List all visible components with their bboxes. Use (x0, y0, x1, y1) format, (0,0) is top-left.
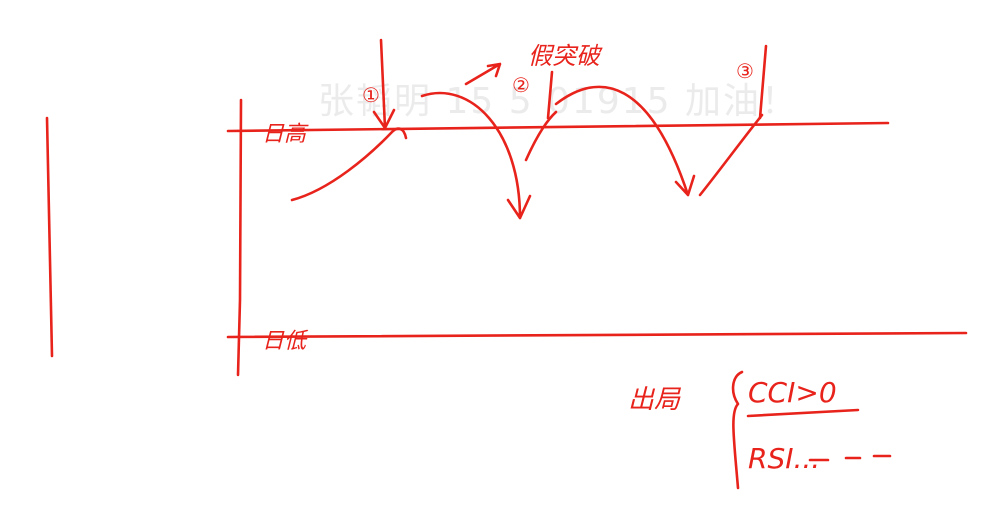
low-line (226, 331, 968, 339)
condition-rsi: RSI... (748, 442, 820, 475)
false-breakout-label: 假突破 (528, 42, 603, 70)
marker-3-arrow (758, 44, 768, 120)
marker-1: ① (362, 83, 380, 107)
condition-cci: CCI>0 (748, 376, 837, 409)
marker-2-arrow (546, 70, 554, 120)
low-line-label: 日低 (262, 329, 309, 354)
condition-rsi-dashes (808, 454, 892, 462)
price-arc-2 (554, 85, 696, 197)
marker-2: ② (512, 73, 530, 97)
high-line (226, 121, 890, 133)
high-line-label: 日高 (262, 122, 309, 147)
marker-1-arrow (372, 38, 396, 130)
axis-vertical-line (236, 98, 243, 377)
exit-brace (731, 370, 744, 490)
condition-cci-underline (746, 408, 860, 418)
false-breakout-pointer (464, 62, 502, 86)
exit-label: 出局 (628, 385, 682, 415)
price-path-rise (290, 127, 408, 202)
left-vertical-stroke (45, 116, 54, 358)
marker-3: ③ (736, 59, 754, 83)
price-path-rise-2 (524, 110, 558, 162)
price-arc-1 (420, 91, 532, 220)
price-path-rise-3 (698, 113, 764, 197)
